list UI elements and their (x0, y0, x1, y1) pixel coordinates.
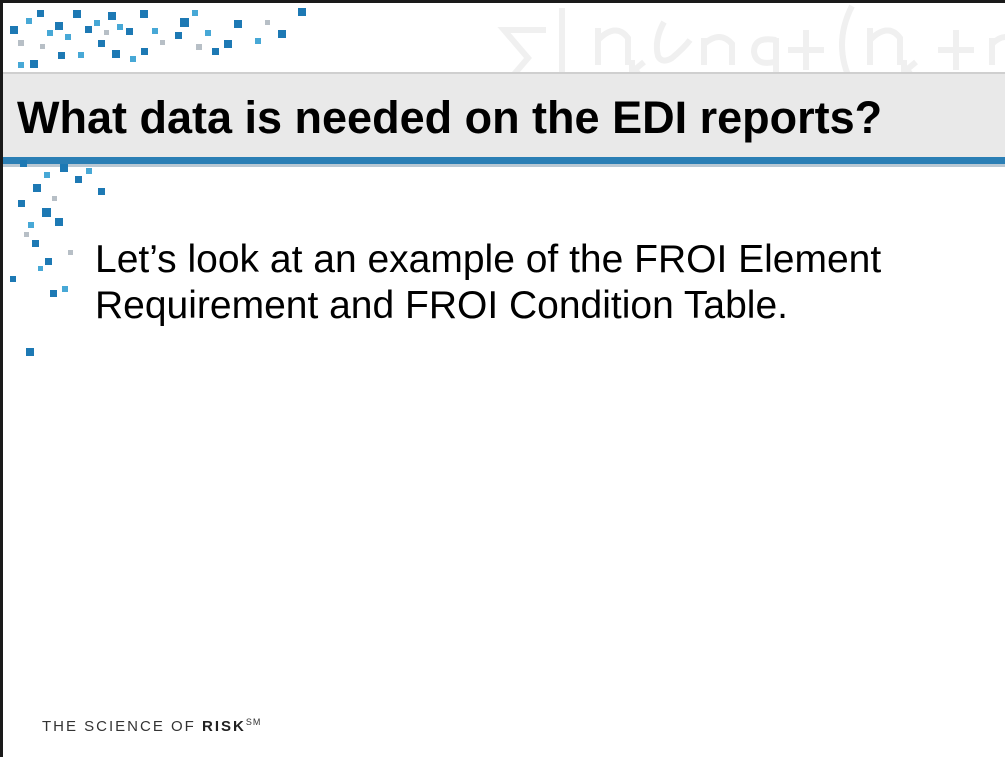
title-band-top-edge (3, 72, 1005, 74)
title-rule-shadow (3, 164, 1005, 167)
service-mark: SM (245, 717, 262, 727)
pixel-mosaic-logo-icon (10, 8, 306, 356)
footer-tagline-emphasis: RISK (202, 718, 246, 735)
slide-border-top (0, 0, 1005, 3)
footer-tagline: THE SCIENCE OF RISKSM (42, 717, 261, 735)
footer-tagline-lead: THE SCIENCE OF (42, 718, 203, 735)
slide-border-left (0, 0, 3, 757)
bullet-text: Let’s look at an example of the FROI Ele… (95, 238, 882, 327)
title-rule (3, 157, 1005, 164)
title-band (3, 72, 1005, 157)
slide-title: What data is needed on the EDI reports? (17, 92, 883, 143)
